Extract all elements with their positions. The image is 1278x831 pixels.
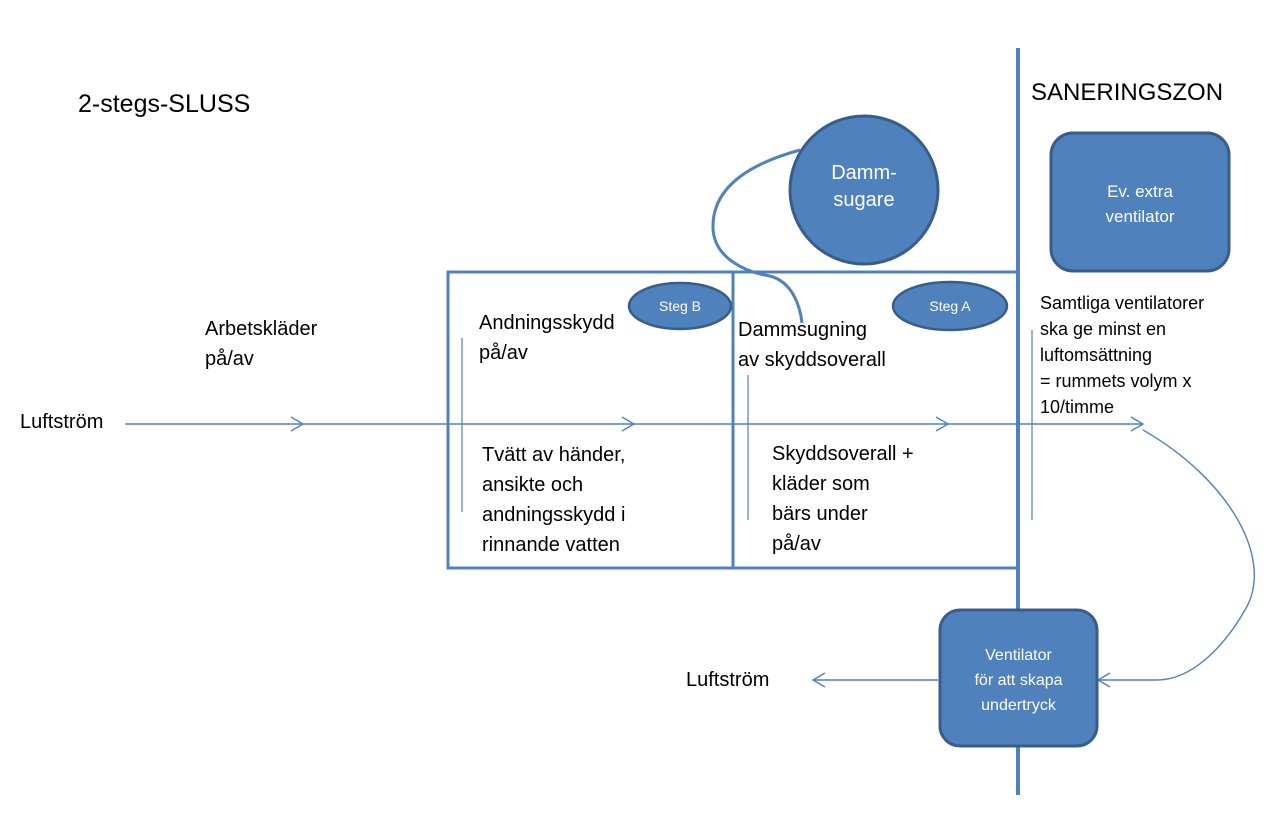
vacuum-hose <box>711 148 804 324</box>
exhaust-arrowhead <box>811 672 826 688</box>
steg-a-label: Steg A <box>929 298 971 314</box>
airflow-arrowhead-4 <box>1130 416 1145 432</box>
airflow-arrowhead-1 <box>290 416 305 432</box>
ventilator-undertryck-box <box>938 608 1099 748</box>
steg-a-ellipse <box>891 280 1009 332</box>
airflow-arrowhead-3 <box>935 416 950 432</box>
dammsugare-circle <box>788 114 940 266</box>
diagram-title: 2-stegs-SLUSS <box>78 90 251 118</box>
airflow-arrowhead-2 <box>621 416 636 432</box>
return-airflow-curve <box>1142 429 1255 681</box>
steg-b-label: Steg B <box>658 298 702 314</box>
luftstrom-out-label: Luftström <box>686 669 770 691</box>
dammsugare-label: Damm-sugare <box>831 162 897 211</box>
steg-b-ellipse <box>627 281 733 331</box>
extra-ventilator-box <box>1049 131 1231 273</box>
zone-label: SANERINGSZON <box>1031 79 1224 106</box>
luftstrom-in-label: Luftström <box>20 411 104 433</box>
